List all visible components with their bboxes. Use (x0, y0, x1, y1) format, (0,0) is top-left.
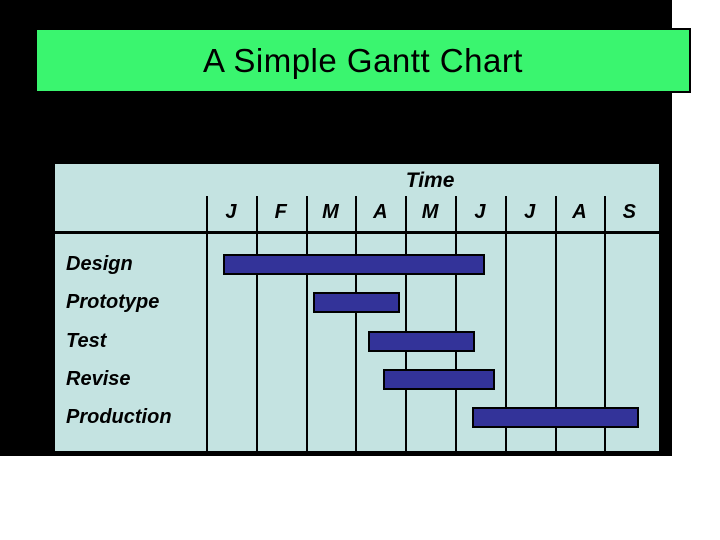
task-label-revise: Revise (66, 367, 131, 390)
month-label-3: M (322, 201, 339, 223)
month-column-line (604, 231, 607, 451)
gantt-bar-prototype (313, 292, 401, 314)
month-tick-line (305, 196, 308, 231)
month-tick-line (206, 196, 208, 231)
title-banner: A Simple Gantt Chart (35, 28, 691, 93)
month-label-2: F (274, 201, 287, 223)
month-label-8: A (572, 201, 587, 223)
month-column-line (305, 231, 308, 451)
gantt-bar-production (472, 407, 640, 428)
gantt-bar-revise (382, 368, 495, 390)
gantt-bar-design (223, 254, 485, 275)
task-label-prototype: Prototype (66, 291, 160, 314)
month-column-line (504, 231, 507, 451)
month-column-line (255, 231, 258, 451)
month-label-1: J (225, 201, 237, 223)
month-label-5: M (421, 201, 439, 223)
month-column-line (206, 231, 208, 451)
month-column-line (554, 231, 557, 451)
time-axis-label: Time (405, 169, 455, 192)
month-tick-line (455, 196, 457, 231)
month-tick-line (355, 196, 358, 231)
month-label-6: J (474, 201, 486, 223)
month-label-4: A (373, 201, 388, 223)
month-tick-line (554, 196, 557, 231)
task-label-design: Design (66, 253, 133, 275)
gantt-bar-test (367, 330, 475, 352)
task-label-test: Test (66, 329, 107, 352)
month-label-7: J (524, 201, 536, 223)
month-column-line (355, 231, 358, 451)
task-label-production: Production (66, 406, 172, 428)
month-label-9: S (622, 201, 636, 223)
month-tick-line (405, 196, 408, 231)
slide-title: A Simple Gantt Chart (203, 41, 523, 79)
month-tick-line (604, 196, 607, 231)
month-tick-line (504, 196, 507, 231)
month-tick-line (255, 196, 258, 231)
